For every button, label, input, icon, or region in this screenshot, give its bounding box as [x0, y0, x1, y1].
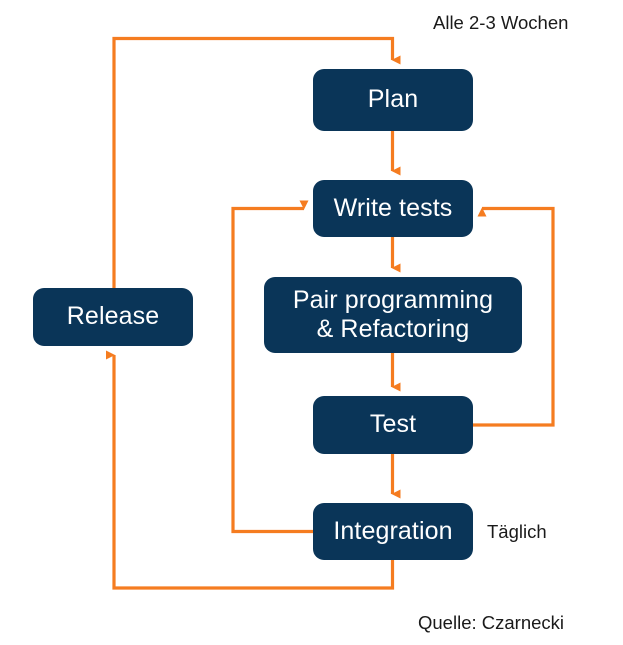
node-plan[interactable]: Plan [313, 69, 473, 131]
node-test[interactable]: Test [313, 396, 473, 454]
caption-source-attribution: Quelle: Czarnecki [418, 612, 565, 633]
node-pair-programming-refactoring[interactable]: Pair programming & Refactoring [264, 277, 522, 353]
node-integration[interactable]: Integration [313, 503, 473, 560]
connector-integration-to-release [106, 350, 395, 590]
caption-iteration-cadence: Alle 2-3 Wochen [433, 12, 569, 33]
node-test-label: Test [369, 410, 417, 439]
node-pair-programming-refactoring-label: Pair programming & Refactoring [292, 285, 494, 344]
node-write-tests-label: Write tests [333, 193, 453, 222]
caption-daily-cadence: Täglich [487, 521, 547, 542]
node-plan-label: Plan [367, 85, 419, 114]
node-release-label: Release [66, 302, 160, 331]
connector-test-to-write-tests-loop [473, 206, 555, 427]
node-write-tests[interactable]: Write tests [313, 180, 473, 237]
connector-release-to-plan [112, 36, 401, 288]
node-integration-label: Integration [333, 516, 453, 545]
connector-integration-to-write-tests-loop [231, 200, 313, 534]
node-release[interactable]: Release [33, 288, 193, 346]
